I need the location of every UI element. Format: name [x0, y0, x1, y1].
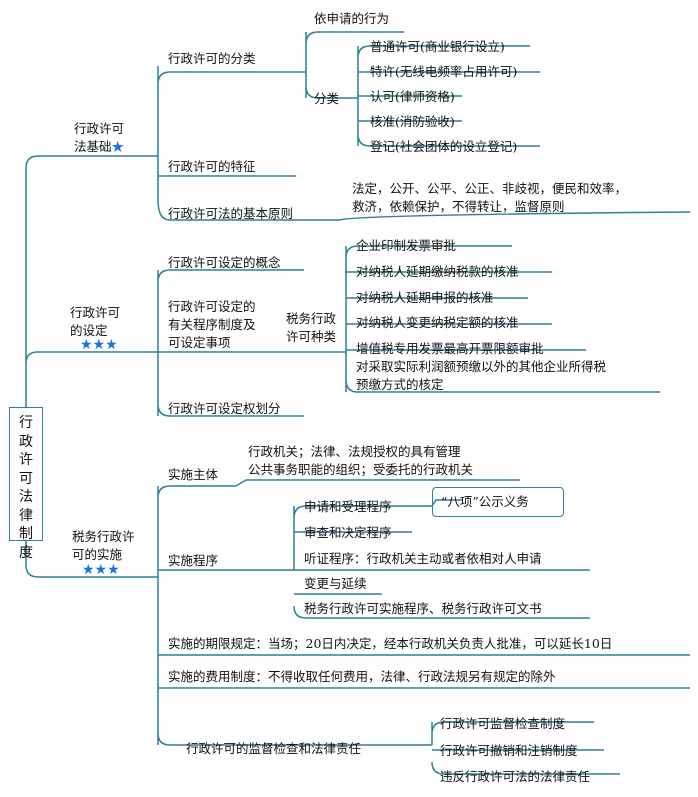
b1-by-application: 依申请的行为 [314, 11, 390, 26]
b2-stars: ★★★ [80, 337, 118, 353]
b1-stars: ★ [111, 139, 125, 154]
b3-procedure-item: 变更与延续 [304, 576, 367, 591]
b2-tax-types-line2: 许可种类 [286, 329, 337, 344]
root-connector [25, 155, 150, 578]
b1-connector [150, 66, 691, 221]
b2-tax-item: 对纳税人变更纳税定额的核准 [356, 315, 519, 330]
b3-supervision-item: 行政许可监督检查制度 [440, 716, 566, 731]
b2-tax-item: 企业印制发票审批 [356, 238, 457, 253]
b3-label-line1: 税务行政许 [72, 529, 135, 544]
b3-procedure-item: 申请和受理程序 [304, 499, 392, 514]
b1-principles-text-1: 法定，公开、公平、公正、非歧视，便民和效率， [352, 181, 628, 196]
b1-label-line2: 法基础★ [74, 138, 124, 156]
b3-supervision-item: 行政许可撤销和注销制度 [440, 743, 578, 758]
b3-subject-text-2: 公共事务职能的组织；受委托的行政机关 [248, 462, 474, 477]
b1-category-item: 核准(消防验收) [370, 114, 455, 129]
b2-tax-item-last-line2: 预缴方式的核定 [356, 377, 444, 392]
b1-features: 行政许可的特征 [168, 159, 256, 174]
b2-tax-item: 增值税专用发票最高开票限额审批 [356, 341, 544, 356]
b3-procedure-item: 税务行政许可实施程序、税务行政许可文书 [304, 601, 542, 616]
root-node: 行政许可 法律制度 [9, 407, 43, 561]
b1-category-item: 特许(无线电频率占用许可) [370, 64, 518, 79]
b3-sup-connector [431, 721, 620, 775]
b2-tax-item: 对纳税人延期申报的核准 [356, 290, 494, 305]
b3-disclosure-text: “八项”公示义务 [441, 494, 529, 509]
b2-tax-item-last-line1: 对采取实际利润额预缴以外的其他企业所得税 [356, 359, 607, 374]
b3-procedure: 实施程序 [168, 553, 219, 568]
b2-procedure-line3: 可设定事项 [168, 335, 231, 350]
b1-category-item: 认可(律师资格) [370, 89, 455, 104]
b1-c1-connector [296, 31, 404, 99]
b3-stars: ★★★ [82, 562, 120, 578]
b3-fee-system: 实施的费用制度：不得收取任何费用，法律、行政法规另有规定的除外 [168, 669, 556, 684]
b1-class-connector [352, 45, 540, 147]
b1-classification: 行政许可的分类 [168, 51, 256, 66]
b2-power-division: 行政许可设定权划分 [168, 401, 281, 416]
b2-label-line1: 行政许可 [70, 305, 121, 320]
b1-principles: 行政许可法的基本原则 [168, 206, 294, 221]
b3-subject-text-1: 行政机关；法律、法规授权的具有管理 [248, 444, 461, 459]
b3-supervision: 行政许可的监督检查和法律责任 [186, 741, 362, 756]
b3-proc-note-connector [431, 499, 462, 507]
b3-proc-connector [293, 505, 590, 619]
b2-tax-item: 对纳税人延期缴纳税款的核准 [356, 264, 519, 279]
b3-supervision-item: 违反行政许可法的法律责任 [440, 769, 591, 784]
b3-time-limit: 实施的期限规定：当场；20日内决定，经本行政机关负责人批准，可以延长10日 [168, 636, 613, 651]
b2-label-line2: 的设定 [70, 323, 108, 338]
b1-principles-text-2: 救济，依赖保护，不得转让，监督原则 [352, 199, 565, 214]
b1-category-item: 普通许可(商业银行设立) [370, 39, 505, 54]
b1-category-item: 登记(社会团体的设立登记) [370, 139, 518, 154]
b2-procedure-line2: 有关程序制度及 [168, 317, 256, 332]
b2-concept: 行政许可设定的概念 [168, 255, 281, 270]
b3-procedure-item: 听证程序：行政机关主动或者依相对人申请 [304, 551, 542, 566]
b2-tax-connector [280, 245, 660, 393]
b3-procedure-item: 审查和决定程序 [304, 525, 392, 540]
b1-categories: 分类 [314, 91, 340, 106]
b3-connector [150, 479, 690, 746]
b2-connector [150, 269, 304, 417]
b3-subject: 实施主体 [168, 467, 219, 482]
b1-label-line1: 行政许可 [74, 121, 125, 136]
b2-tax-types-line1: 税务行政 [286, 311, 337, 326]
b2-procedure-line1: 行政许可设定的 [168, 299, 256, 314]
b1-label-text: 法基础 [74, 139, 112, 154]
b3-label-line2: 可的实施 [72, 547, 123, 562]
b3-disclosure-box: “八项”公示义务 [432, 487, 564, 517]
